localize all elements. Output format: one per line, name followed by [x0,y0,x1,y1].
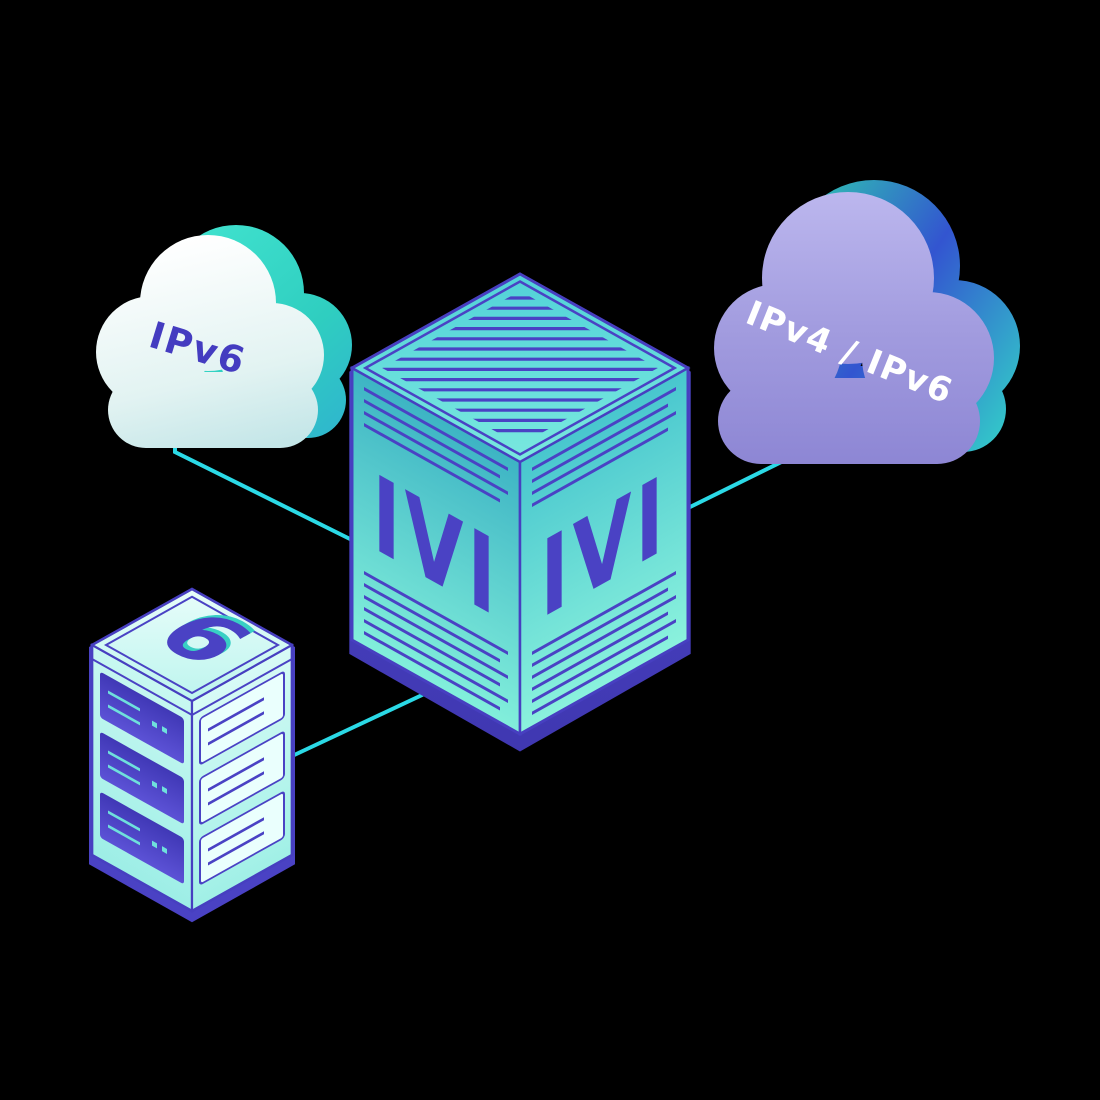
server-drawers [100,672,184,884]
box-right-face: IVI [518,366,690,736]
server-tray [199,731,285,825]
ivi-translator-box: IVI IVI [349,272,691,752]
top-face-inner-border [362,280,678,456]
server-lid-line [91,658,293,717]
server-left-face [90,643,194,913]
server-tray [199,671,285,765]
server-drawer [100,732,184,824]
server-top-inner-border [103,595,281,695]
server-drawer [100,672,184,764]
server-drawer [100,792,184,884]
ipv6-cloud: IPv6 [96,225,352,448]
box-left-face: IVI [350,366,522,736]
connector-server-line [289,686,438,759]
ipv4-ipv6-cloud: IPv4 / IPv6 [714,180,1020,464]
server-outline [90,587,294,913]
server-right-face [190,643,294,913]
server-tray [199,791,285,885]
left-face-stripes [364,387,508,711]
server-trays [199,671,285,885]
ipv6-server: 6 6 [89,587,295,923]
box-outline [350,272,690,736]
right-face-stripes [532,387,676,715]
